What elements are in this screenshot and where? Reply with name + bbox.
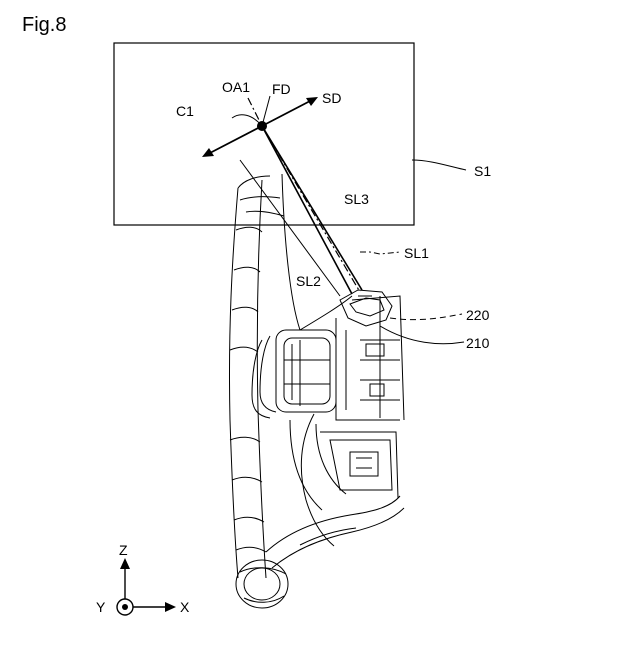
label-sd: SD xyxy=(322,90,341,106)
label-220: 220 xyxy=(466,307,490,323)
coordinate-axes: Z Y X xyxy=(96,542,190,615)
steering-structure xyxy=(229,174,404,608)
label-c1: C1 xyxy=(176,103,194,119)
label-210: 210 xyxy=(466,335,490,351)
axis-x-label: X xyxy=(180,599,190,615)
axis-z-label: Z xyxy=(119,542,128,558)
label-sl2: SL2 xyxy=(296,273,321,289)
label-s1: S1 xyxy=(474,163,491,179)
label-sl3: SL3 xyxy=(344,191,369,207)
center-point-c1 xyxy=(257,121,267,131)
axis-y-label: Y xyxy=(96,599,106,615)
direction-arrows xyxy=(202,96,318,157)
label-sl1: SL1 xyxy=(404,245,429,261)
figure-title: Fig.8 xyxy=(22,14,66,36)
frame-s1 xyxy=(114,43,414,225)
label-fd: FD xyxy=(272,81,291,97)
label-oa1: OA1 xyxy=(222,79,250,95)
